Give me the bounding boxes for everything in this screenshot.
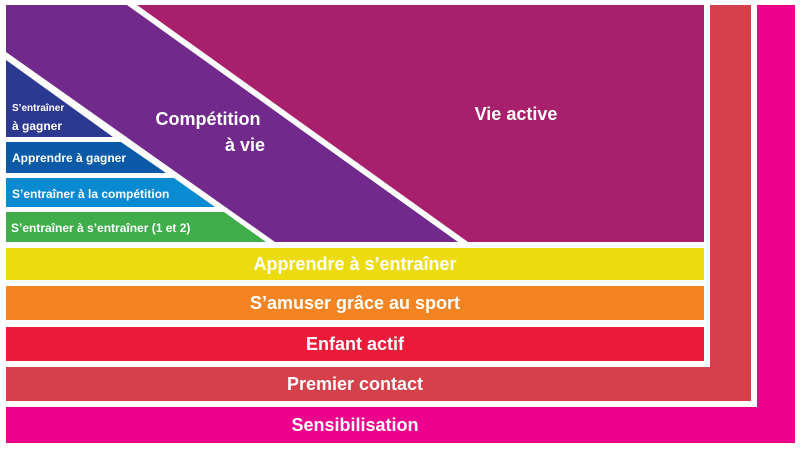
stage-sentrainer-sentrainer-label: S’entraîner à s’entraîner (1 et 2) [11,221,190,235]
stage-vie-active-label: Vie active [475,104,558,124]
stage-enfant-actif-label: Enfant actif [306,334,405,354]
stage-apprendre-gagner-shape [6,142,166,173]
stage-premier-contact-label: Premier contact [287,374,423,394]
stage-competition-vie-label-line1: Compétition [156,109,261,129]
stage-enfant-actif-shape [6,327,704,361]
stage-apprendre-sentrainer-shape [6,248,704,280]
stage-vie-active-shape [137,5,704,242]
stage-sentrainer-gagner-shape [6,60,113,137]
stage-sentrainer-competition-shape [6,178,215,207]
stage-sentrainer-gagner-label-line1: S’entraîner [12,103,64,114]
stage-apprendre-gagner-label: Apprendre à gagner [12,151,126,165]
stage-competition-vie-shape [6,5,458,242]
stage-sentrainer-competition-label: S’entraîner à la compétition [12,187,169,201]
stage-competition-vie-label-line2: à vie [225,135,265,155]
stage-sentrainer-gagner-label-line2: à gagner [12,119,62,133]
stage-samuser-shape [6,286,704,320]
stage-sensibilisation-label: Sensibilisation [291,415,418,435]
stage-samuser-label: S’amuser grâce au sport [250,293,460,313]
stage-sentrainer-sentrainer-shape [6,212,266,242]
stage-apprendre-sentrainer-label: Apprendre à s’entraîner [253,254,456,274]
